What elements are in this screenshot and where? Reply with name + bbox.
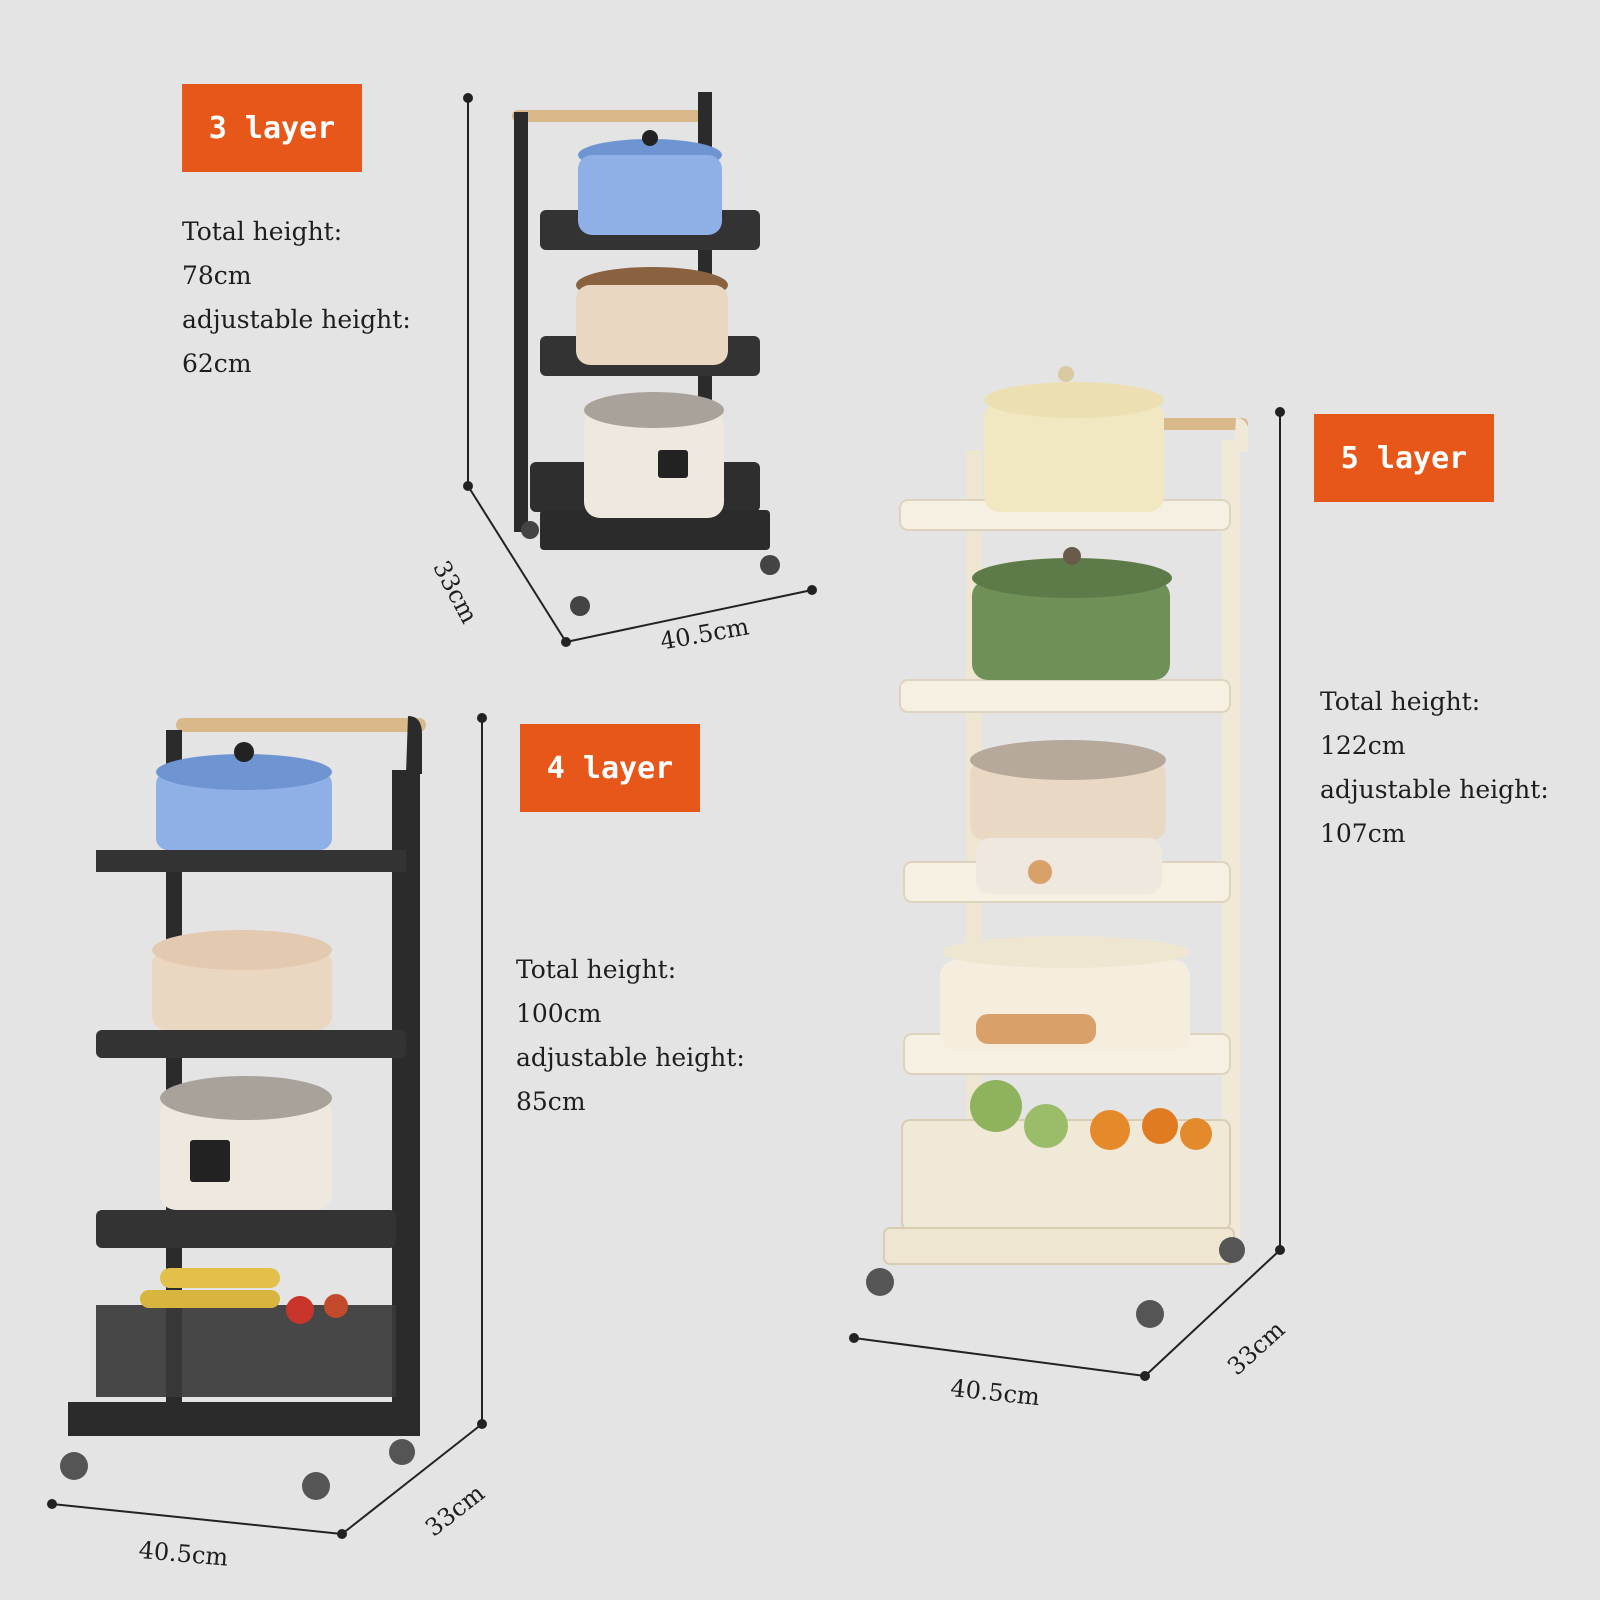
spec-total-height-label: Total height: <box>516 955 677 984</box>
spec-3-layer: Total height: 78cm adjustable height: 62… <box>182 210 411 386</box>
rack-4-layer-illustration <box>60 716 426 1500</box>
layer-badge-4: 4 layer <box>520 724 700 812</box>
spec-total-height-value: 78cm <box>182 261 252 290</box>
spec-total-height-label: Total height: <box>1320 687 1481 716</box>
layer-badge-5: 5 layer <box>1314 414 1494 502</box>
spec-adjustable-height-label: adjustable height: <box>516 1043 745 1072</box>
spec-total-height-label: Total height: <box>182 217 343 246</box>
spec-adjustable-height-label: adjustable height: <box>182 305 411 334</box>
rack-5-layer-illustration <box>866 366 1248 1328</box>
spec-total-height-value: 122cm <box>1320 731 1406 760</box>
spec-5-layer: Total height: 122cm adjustable height: 1… <box>1320 680 1549 856</box>
spec-4-layer: Total height: 100cm adjustable height: 8… <box>516 948 745 1124</box>
spec-adjustable-height-value: 62cm <box>182 349 252 378</box>
rack-3-layer-illustration <box>512 92 780 616</box>
spec-adjustable-height-value: 107cm <box>1320 819 1406 848</box>
dimension-lines <box>47 93 1285 1539</box>
spec-adjustable-height-label: adjustable height: <box>1320 775 1549 804</box>
spec-total-height-value: 100cm <box>516 999 602 1028</box>
spec-adjustable-height-value: 85cm <box>516 1087 586 1116</box>
layer-badge-3: 3 layer <box>182 84 362 172</box>
